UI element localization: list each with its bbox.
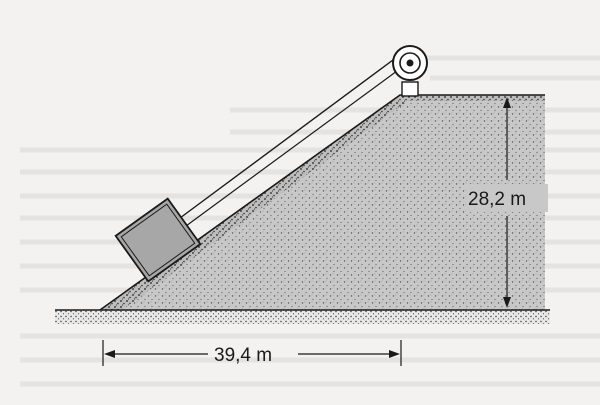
height-label: 28,2 m xyxy=(468,189,526,210)
height-label-bg xyxy=(466,184,548,212)
rope-inner xyxy=(185,67,402,227)
base-label: 39,4 m xyxy=(214,345,272,366)
base-dimension xyxy=(102,340,402,366)
plateau-surface-band xyxy=(400,95,545,101)
pulley-icon xyxy=(392,45,428,97)
incline-body xyxy=(100,95,545,310)
ground-band xyxy=(55,310,550,324)
height-dimension xyxy=(503,97,511,308)
incline-outline xyxy=(99,94,545,311)
block xyxy=(114,197,202,283)
rope xyxy=(179,56,398,219)
